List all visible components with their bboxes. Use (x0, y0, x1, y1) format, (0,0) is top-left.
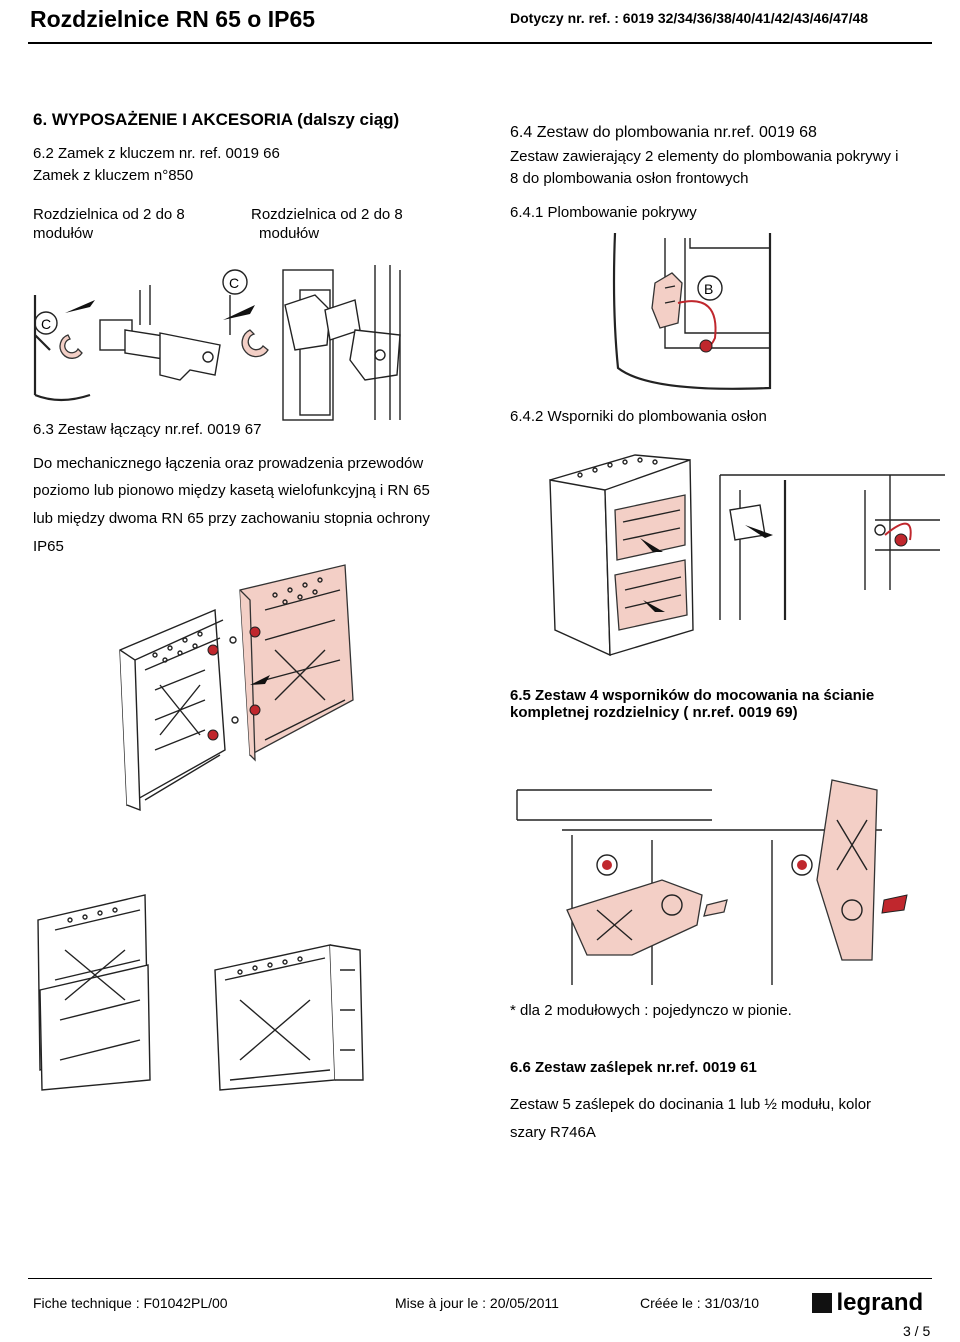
s642-title: 6.4.2 Wsporniki do plombowania osłon (510, 408, 767, 425)
s62-caption-b-line2: modułów (259, 225, 320, 242)
s63-text-line2: poziomo lub pionowo między kasetą wielof… (33, 482, 430, 499)
legrand-logo: legrand (812, 1289, 923, 1317)
lock-illustration-left: C (33, 285, 231, 402)
legrand-logo-mark (812, 1293, 832, 1313)
s66-text-line1: Zestaw 5 zaślepek do docinania 1 lub ½ m… (510, 1096, 872, 1113)
cover-sealing-illustration: B (612, 232, 772, 390)
s62-caption-a-line2: modułów (33, 225, 94, 242)
s62-caption-a-line1: Rozdzielnica od 2 do 8 (33, 206, 185, 223)
stacked-enclosures-illustration (37, 894, 364, 1091)
front-cover-brackets-illustration (549, 454, 945, 657)
lock-illustration-right: C (222, 265, 401, 421)
s64-text-line1: Zestaw zawierający 2 elementy do plombow… (510, 148, 899, 165)
circle-label-c: C (41, 316, 51, 332)
circle-label-c-2: C (229, 275, 239, 291)
reference-numbers: Dotyczy nr. ref. : 6019 32/34/36/38/40/4… (510, 10, 869, 26)
s66-text-line2: szary R746A (510, 1124, 596, 1141)
footer-created-date: Créée le : 31/03/10 (640, 1295, 760, 1311)
s64-title: 6.4 Zestaw do plombowania nr.ref. 0019 6… (510, 124, 817, 141)
section-title: 6. WYPOSAŻENIE I AKCESORIA (dalszy ciąg) (33, 110, 400, 129)
s65-title-line1: 6.5 Zestaw 4 wsporników do mocowania na … (510, 687, 875, 704)
wall-bracket-illustration (516, 779, 908, 985)
s63-title: 6.3 Zestaw łączący nr.ref. 0019 67 (33, 421, 262, 438)
s66-title: 6.6 Zestaw zaślepek nr.ref. 0019 61 (510, 1059, 757, 1076)
footer-fiche: Fiche technique : F01042PL/00 (33, 1295, 228, 1311)
s65-note: * dla 2 modułowych : pojedynczo w pionie… (510, 1002, 792, 1019)
circle-label-b: B (704, 281, 713, 297)
page-number: 3 / 5 (903, 1323, 931, 1339)
s62-subtitle: Zamek z kluczem n°850 (33, 167, 194, 184)
header-divider (28, 42, 932, 44)
footer-update-date: Mise à jour le : 20/05/2011 (395, 1295, 559, 1311)
s62-caption-b-line1: Rozdzielnica od 2 do 8 (251, 206, 403, 223)
document-title: Rozdzielnice RN 65 o IP65 (30, 6, 316, 32)
s64-text-line2: 8 do plombowania osłon frontowych (510, 170, 749, 187)
coupling-kit-illustration (119, 564, 354, 812)
s63-text-line4: IP65 (33, 538, 64, 555)
s65-title-line2: kompletnej rozdzielnicy ( nr.ref. 0019 6… (510, 704, 798, 721)
s62-title: 6.2 Zamek z kluczem nr. ref. 0019 66 (33, 145, 280, 162)
s63-text-line1: Do mechanicznego łączenia oraz prowadzen… (33, 455, 424, 472)
s641-title: 6.4.1 Plombowanie pokrywy (510, 204, 697, 221)
footer-divider (28, 1278, 932, 1279)
legrand-logo-text: legrand (836, 1289, 924, 1316)
s63-text-line3: lub między dwoma RN 65 przy zachowaniu s… (33, 510, 430, 527)
